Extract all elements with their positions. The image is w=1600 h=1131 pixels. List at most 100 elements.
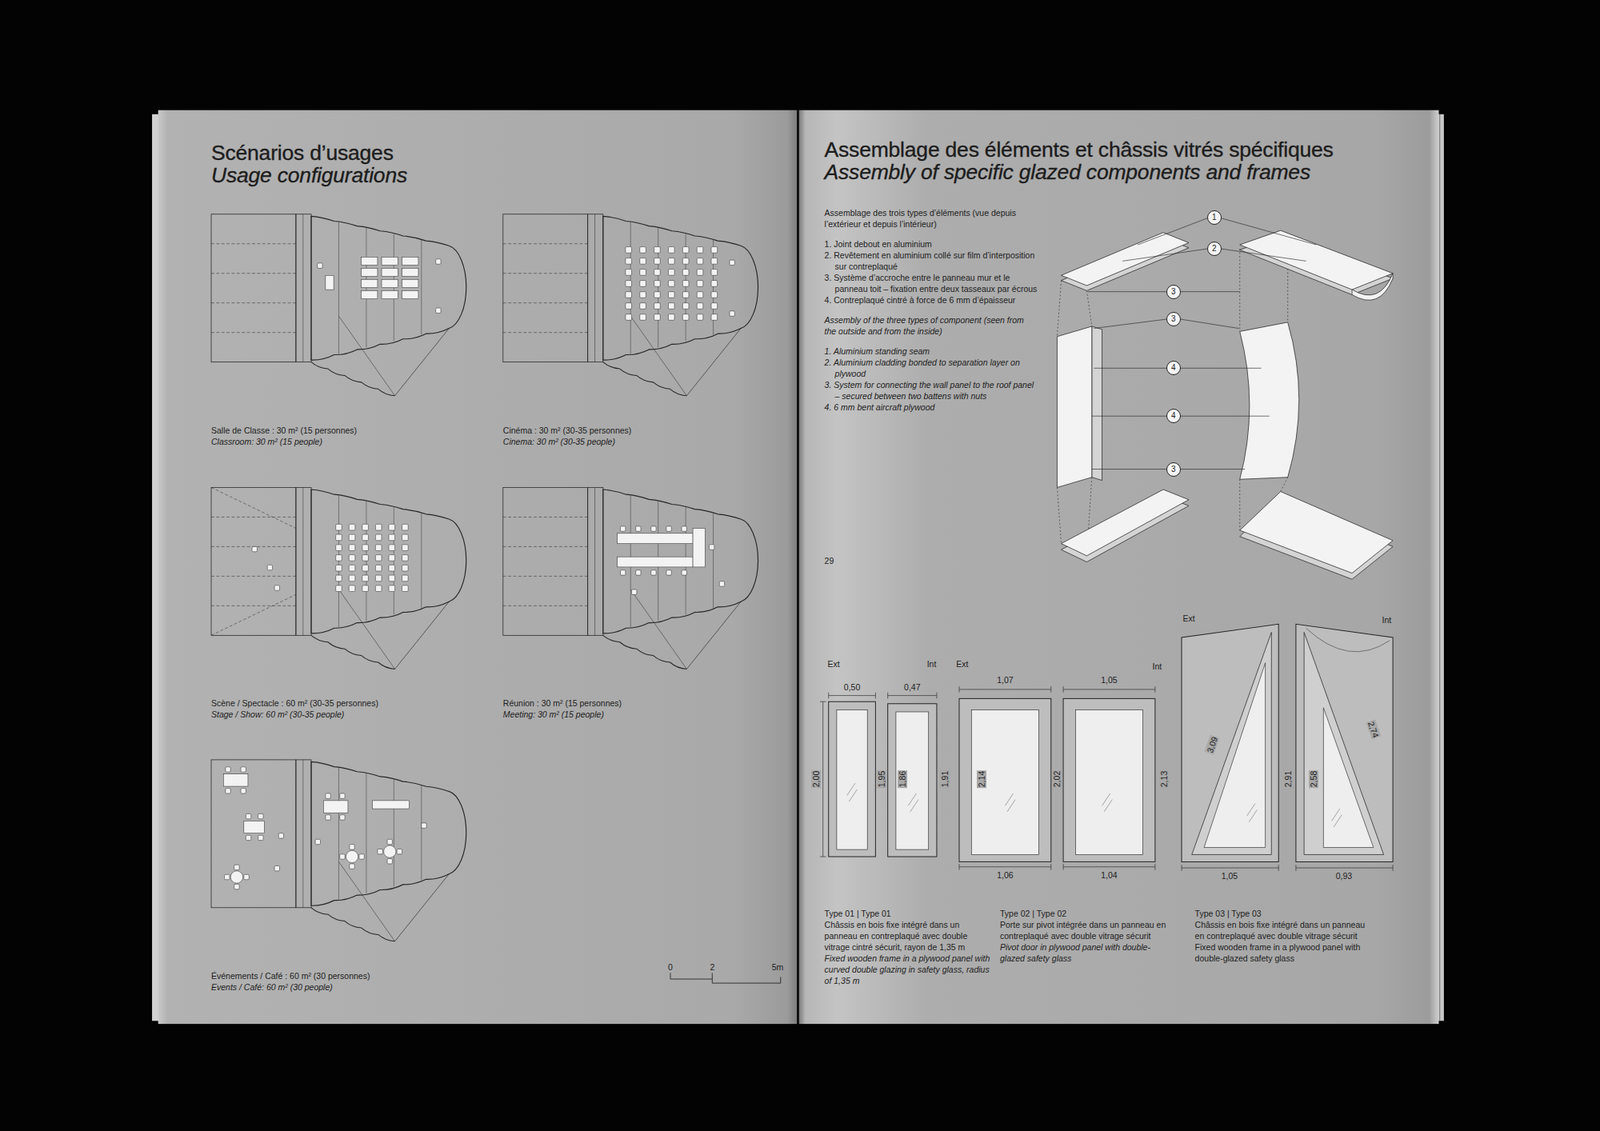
chair-symbol — [396, 848, 402, 854]
table-symbol — [402, 279, 419, 288]
callout-number: 3 — [1171, 314, 1176, 324]
assembly-drawing — [1056, 218, 1393, 580]
chair-symbol — [696, 292, 704, 299]
chair-symbol — [696, 303, 704, 310]
table-symbol — [323, 800, 348, 813]
chair-symbol — [636, 526, 641, 532]
chair-symbol — [640, 303, 647, 310]
assembly-guide — [1056, 280, 1061, 337]
chair-symbol — [349, 864, 355, 869]
chair-symbol — [402, 524, 409, 531]
chair-symbol — [362, 544, 369, 552]
chair-symbol — [274, 865, 280, 871]
chair-symbol — [225, 788, 231, 794]
dimension: 1,06 — [996, 870, 1013, 880]
window-frame — [1192, 632, 1272, 856]
table-symbol — [372, 800, 410, 809]
chair-symbol — [708, 544, 714, 550]
callout-circle: 4 — [1166, 408, 1181, 424]
deck-joint — [503, 546, 588, 548]
table-symbol — [381, 290, 398, 299]
chair-symbol — [336, 524, 343, 531]
table-symbol — [345, 850, 358, 863]
table-symbol — [325, 275, 334, 290]
window-frame — [1181, 624, 1279, 862]
dimension: 2,74 — [1365, 719, 1381, 740]
chair-symbol — [388, 555, 396, 562]
wing-outline — [311, 635, 396, 669]
side-label: Ext — [956, 659, 968, 669]
chair-symbol — [317, 263, 323, 268]
glazing — [971, 709, 1039, 855]
note-text: 1. Joint debout en aluminium — [824, 238, 1040, 250]
glazing — [1075, 709, 1143, 855]
wall-band — [296, 214, 312, 363]
chair-symbol — [682, 292, 689, 299]
page-edge — [1439, 114, 1440, 1021]
type-caption: Châssis en bois fixe intégré dans un pan… — [824, 919, 993, 953]
wing-outline — [603, 362, 688, 396]
rib-line — [338, 768, 340, 900]
chair-symbol — [375, 575, 382, 582]
rib-line — [365, 773, 367, 893]
chair-symbol — [388, 585, 396, 592]
deck-joint — [211, 605, 296, 607]
side-label: Int — [927, 659, 937, 669]
chair-symbol — [651, 570, 656, 576]
chair-symbol — [729, 311, 735, 316]
type-caption: Pivot door in plywood panel with double-… — [1000, 941, 1168, 964]
ramp-line — [395, 874, 450, 942]
chair-symbol — [625, 258, 632, 265]
plan-caption: Scène / Spectacle : 60 m² (30-35 personn… — [211, 697, 379, 709]
roof-curl — [1352, 273, 1393, 301]
dimension-line — [959, 864, 1052, 871]
pavilion-outline — [603, 216, 759, 360]
panel-face — [1240, 230, 1393, 290]
chair-symbol — [225, 767, 231, 772]
chair-symbol — [348, 555, 356, 562]
floor-plan — [211, 214, 467, 396]
dimension-line — [1063, 686, 1156, 693]
floor-plan — [211, 487, 467, 669]
chair-symbol — [336, 534, 343, 541]
chair-symbol — [640, 258, 647, 265]
glazing — [1323, 708, 1374, 848]
chair-symbol — [349, 844, 355, 850]
wall-band — [588, 487, 604, 636]
chair-symbol — [362, 585, 369, 592]
table-symbol — [402, 290, 419, 299]
chair-symbol — [640, 280, 647, 288]
projection-line — [211, 487, 296, 636]
chair-symbol — [668, 303, 675, 310]
deck-outline — [211, 487, 296, 636]
note-text: 4. Contreplaqué cintré à force de 6 mm d… — [824, 294, 1040, 306]
callout-number: 3 — [1171, 287, 1176, 297]
leader-line — [1221, 248, 1307, 261]
leader-line — [1180, 319, 1240, 328]
chair-symbol — [375, 585, 382, 592]
ramp-line — [338, 589, 395, 669]
chair-symbol — [234, 864, 240, 870]
rib-line — [393, 780, 395, 888]
wall-band — [302, 214, 304, 363]
dimension-line — [820, 701, 827, 857]
chair-symbol — [625, 269, 632, 276]
chair-symbol — [348, 575, 356, 582]
chair-symbol — [402, 585, 409, 592]
glass-reflection — [908, 793, 919, 812]
window-frame — [1296, 624, 1393, 862]
leader-line — [1088, 291, 1167, 292]
wing-outline — [311, 362, 396, 396]
chair-symbol — [654, 303, 661, 310]
ramp-line — [338, 861, 395, 941]
scale-label: 0 — [668, 962, 673, 972]
rib-line — [712, 513, 714, 609]
chair-symbol — [244, 874, 249, 880]
wall-band — [296, 760, 312, 908]
chair-symbol — [640, 247, 647, 254]
chair-symbol — [336, 564, 343, 572]
dimension: 2,14 — [976, 770, 987, 788]
deck-joint — [503, 302, 588, 304]
page-ground — [799, 110, 1440, 1024]
glass-reflection — [1332, 808, 1343, 828]
